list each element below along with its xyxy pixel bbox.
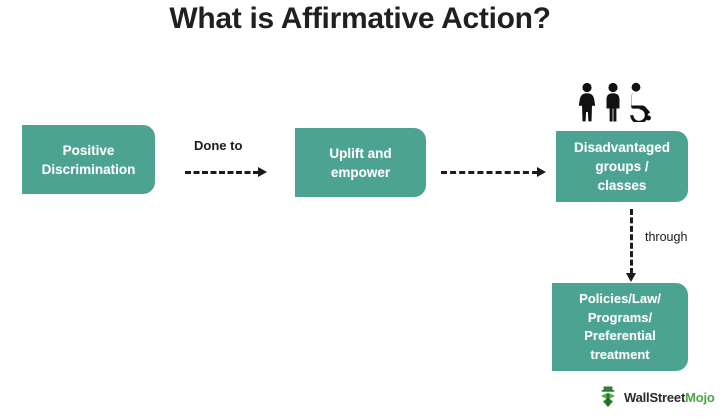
flow-node-label: Policies/Law/ Programs/ Preferential tre… — [579, 291, 661, 362]
edge-label-done-to: Done to — [194, 138, 243, 153]
arrow-head-icon — [626, 273, 636, 282]
dashed-arrow-right-icon — [185, 166, 267, 178]
dashed-arrow-right-icon — [441, 166, 546, 178]
arrow-head-icon — [258, 167, 267, 177]
edge-label-through: through — [645, 230, 688, 244]
flow-node-positive-discrimination[interactable]: Positive Discrimination — [22, 125, 155, 194]
flow-node-label: Positive Discrimination — [41, 142, 136, 177]
wallstreetmojo-mark-icon — [601, 386, 615, 407]
man-icon — [606, 82, 620, 122]
woman-icon — [578, 82, 596, 122]
wheelchair-icon — [630, 82, 651, 122]
flow-node-label: Uplift and empower — [329, 145, 392, 180]
wallstreetmojo-logo[interactable]: WallStreetMojo — [596, 383, 715, 411]
arrow-head-icon — [537, 167, 546, 177]
logo-accent-text: Mojo — [685, 389, 715, 405]
arrow-shaft — [185, 170, 259, 174]
arrow-shaft — [441, 170, 538, 174]
logo-wordmark: WallStreetMojo — [624, 390, 715, 405]
logo-primary-text: WallStreet — [624, 389, 686, 405]
flow-node-disadvantaged-groups[interactable]: Disadvantaged groups / classes — [556, 131, 688, 202]
flow-node-uplift-empower[interactable]: Uplift and empower — [295, 128, 426, 197]
dashed-arrow-down-icon — [625, 209, 637, 282]
arrow-shaft — [629, 209, 633, 274]
flow-node-label: Disadvantaged groups / classes — [573, 140, 671, 193]
page-title: What is Affirmative Action? — [169, 2, 551, 35]
flow-node-policies-law[interactable]: Policies/Law/ Programs/ Preferential tre… — [552, 283, 688, 371]
people-icon-group — [576, 82, 654, 122]
